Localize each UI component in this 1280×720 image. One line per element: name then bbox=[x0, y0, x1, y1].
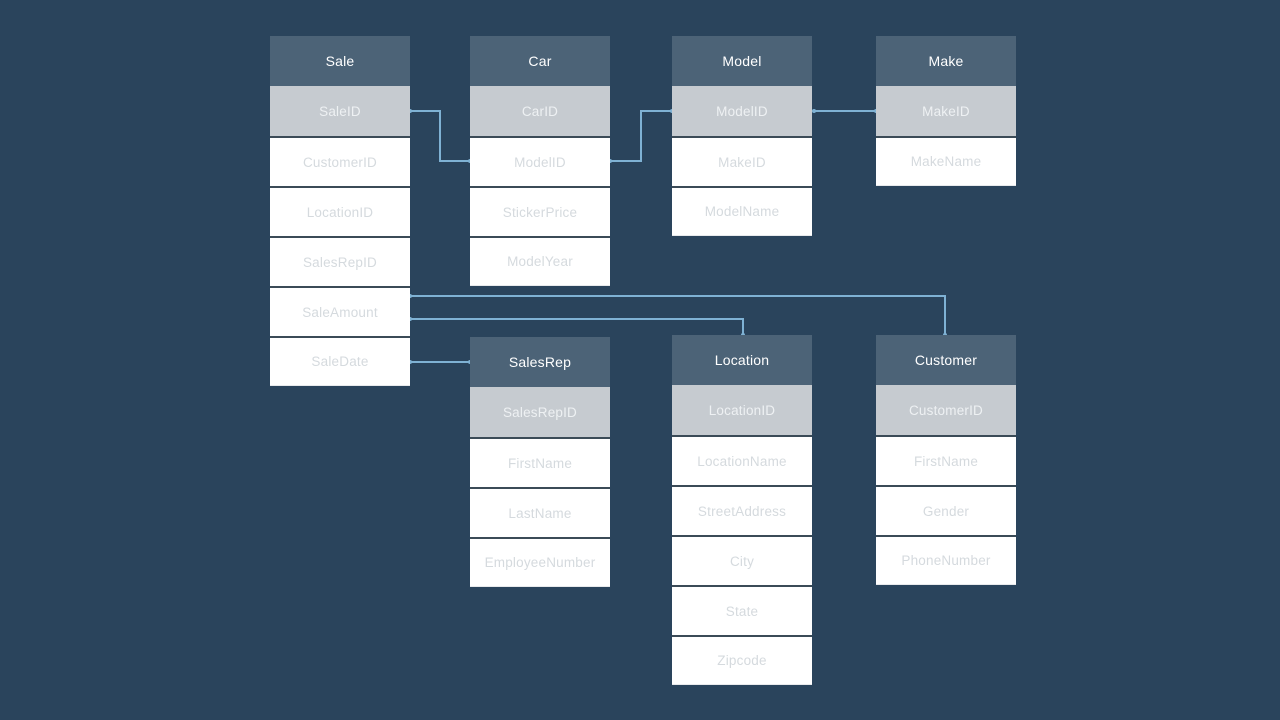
field-location-state[interactable]: State bbox=[672, 585, 812, 635]
relationship-car-model bbox=[609, 110, 673, 162]
field-location-streetaddress[interactable]: StreetAddress bbox=[672, 485, 812, 535]
entity-title-model: Model bbox=[672, 36, 812, 86]
relationship-car-sale bbox=[409, 110, 471, 162]
field-location-city[interactable]: City bbox=[672, 535, 812, 585]
entity-title-make: Make bbox=[876, 36, 1016, 86]
field-car-carid[interactable]: CarID bbox=[470, 86, 610, 136]
field-sale-saledate[interactable]: SaleDate bbox=[270, 336, 410, 386]
field-sale-saleamount[interactable]: SaleAmount bbox=[270, 286, 410, 336]
field-location-locationid[interactable]: LocationID bbox=[672, 385, 812, 435]
field-salesrep-firstname[interactable]: FirstName bbox=[470, 437, 610, 487]
relationship-sale-location bbox=[409, 318, 744, 336]
connector-endpoint bbox=[812, 109, 816, 113]
field-salesrep-salesrepid[interactable]: SalesRepID bbox=[470, 387, 610, 437]
field-customer-firstname[interactable]: FirstName bbox=[876, 435, 1016, 485]
field-customer-gender[interactable]: Gender bbox=[876, 485, 1016, 535]
field-model-modelname[interactable]: ModelName bbox=[672, 186, 812, 236]
field-customer-phonenumber[interactable]: PhoneNumber bbox=[876, 535, 1016, 585]
field-sale-locationid[interactable]: LocationID bbox=[270, 186, 410, 236]
relationship-sale-customer bbox=[409, 295, 946, 336]
entity-title-customer: Customer bbox=[876, 335, 1016, 385]
field-customer-customerid[interactable]: CustomerID bbox=[876, 385, 1016, 435]
field-model-modelid[interactable]: ModelID bbox=[672, 86, 812, 136]
field-sale-salesrepid[interactable]: SalesRepID bbox=[270, 236, 410, 286]
field-sale-customerid[interactable]: CustomerID bbox=[270, 136, 410, 186]
field-location-locationname[interactable]: LocationName bbox=[672, 435, 812, 485]
field-car-modelyear[interactable]: ModelYear bbox=[470, 236, 610, 286]
entity-title-sale: Sale bbox=[270, 36, 410, 86]
field-make-makeid[interactable]: MakeID bbox=[876, 86, 1016, 136]
field-salesrep-lastname[interactable]: LastName bbox=[470, 487, 610, 537]
entity-title-salesrep: SalesRep bbox=[470, 337, 610, 387]
entity-title-location: Location bbox=[672, 335, 812, 385]
field-salesrep-employeenumber[interactable]: EmployeeNumber bbox=[470, 537, 610, 587]
entity-title-car: Car bbox=[470, 36, 610, 86]
field-make-makename[interactable]: MakeName bbox=[876, 136, 1016, 186]
field-model-makeid[interactable]: MakeID bbox=[672, 136, 812, 186]
field-car-stickerprice[interactable]: StickerPrice bbox=[470, 186, 610, 236]
field-car-modelid[interactable]: ModelID bbox=[470, 136, 610, 186]
field-location-zipcode[interactable]: Zipcode bbox=[672, 635, 812, 685]
field-sale-saleid[interactable]: SaleID bbox=[270, 86, 410, 136]
